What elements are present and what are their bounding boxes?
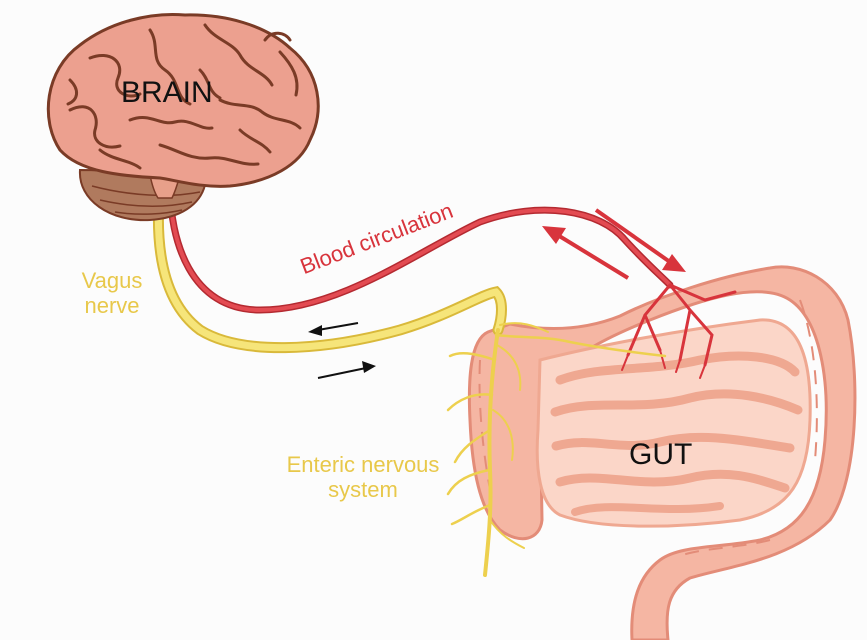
vagus-nerve-label: Vagus nerve — [81, 268, 143, 318]
colon-haustra — [679, 299, 818, 557]
small-intestine — [535, 318, 812, 528]
vagus-nerve — [152, 179, 507, 354]
blood-vessel — [166, 181, 737, 379]
intestine-loop — [571, 502, 724, 516]
enteric-nerve-network — [446, 322, 667, 577]
intestine-loop — [555, 469, 790, 493]
intestine-loop — [551, 432, 795, 453]
brain-illustration — [46, 13, 320, 222]
gut-label: GUT — [629, 438, 693, 471]
signal-arrow — [308, 322, 376, 379]
intestine-loop — [550, 389, 803, 417]
signal-arrow — [542, 208, 686, 280]
enteric-nervous-system-label: Enteric nervous system — [286, 452, 440, 502]
brain-label: BRAIN — [121, 76, 213, 109]
intestine-loop — [555, 351, 800, 385]
